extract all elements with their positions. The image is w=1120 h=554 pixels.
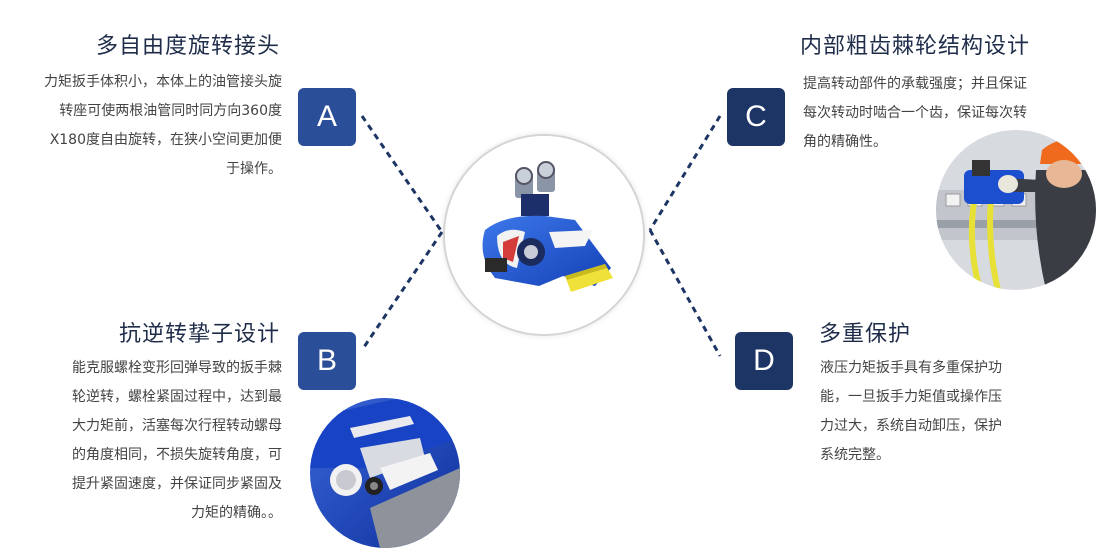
worker-image [936,130,1096,290]
desc-line: 转座可使两根油管同时同方向360度 [59,103,282,119]
desc-line: 的角度相同，不损失旋转角度，可 [72,447,282,463]
desc-line: 力矩的精确。。 [191,505,282,521]
desc-line: 提高转动部件的承载强度；并且保证 [803,76,1027,92]
desc-line: 提升紧固速度，并保证同步紧固及 [72,476,282,492]
desc-line: 力过大，系统自动卸压，保护 [820,418,1002,434]
connector-a [360,115,444,233]
feature-a-title: 多自由度旋转接头 [95,34,280,59]
feature-d-description: 液压力矩扳手具有多重保护功 能，一旦扳手力矩值或操作压 力过大，系统自动卸压，保… [820,354,1040,470]
feature-d-title: 多重保护 [819,322,912,347]
wrench-closeup-image [310,398,460,548]
connector-b [360,231,444,351]
hydraulic-wrench-image [443,134,645,336]
desc-line: 大力矩前，活塞每次行程转动螺母 [72,418,282,434]
desc-line: 系统完整。 [820,447,890,463]
feature-d-badge: D [735,332,793,390]
feature-b-badge: B [298,332,356,390]
feature-a-description: 力矩扳手体积小，本体上的油管接头旋 转座可使两根油管同时同方向360度 X180… [18,68,282,184]
desc-line: 力矩扳手体积小，本体上的油管接头旋 [44,74,282,90]
feature-b-title: 抗逆转挚子设计 [118,322,280,347]
desc-line: 能，一旦扳手力矩值或操作压 [820,389,1002,405]
desc-line: X180度自由旋转，在狭小空间更加便 [49,132,282,148]
desc-line: 能克服螺栓变形回弹导致的扳手棘 [72,360,282,376]
feature-c-description: 提高转动部件的承载强度；并且保证 每次转动时啮合一个齿，保证每次转 角的精确性。 [803,70,1063,157]
desc-line: 于操作。 [226,161,282,177]
feature-a-badge: A [298,88,356,146]
feature-c-title: 内部粗齿棘轮结构设计 [800,34,1031,59]
desc-line: 角的精确性。 [803,134,887,150]
desc-line: 每次转动时啮合一个齿，保证每次转 [803,105,1027,121]
desc-line: 液压力矩扳手具有多重保护功 [820,360,1002,376]
feature-c-badge: C [727,88,785,146]
desc-line: 轮逆转，螺栓紧固过程中，达到最 [72,389,282,405]
feature-b-description: 能克服螺栓变形回弹导致的扳手棘 轮逆转，螺栓紧固过程中，达到最 大力矩前，活塞每… [40,354,282,528]
connector-c [648,115,722,231]
connector-d [648,229,722,357]
